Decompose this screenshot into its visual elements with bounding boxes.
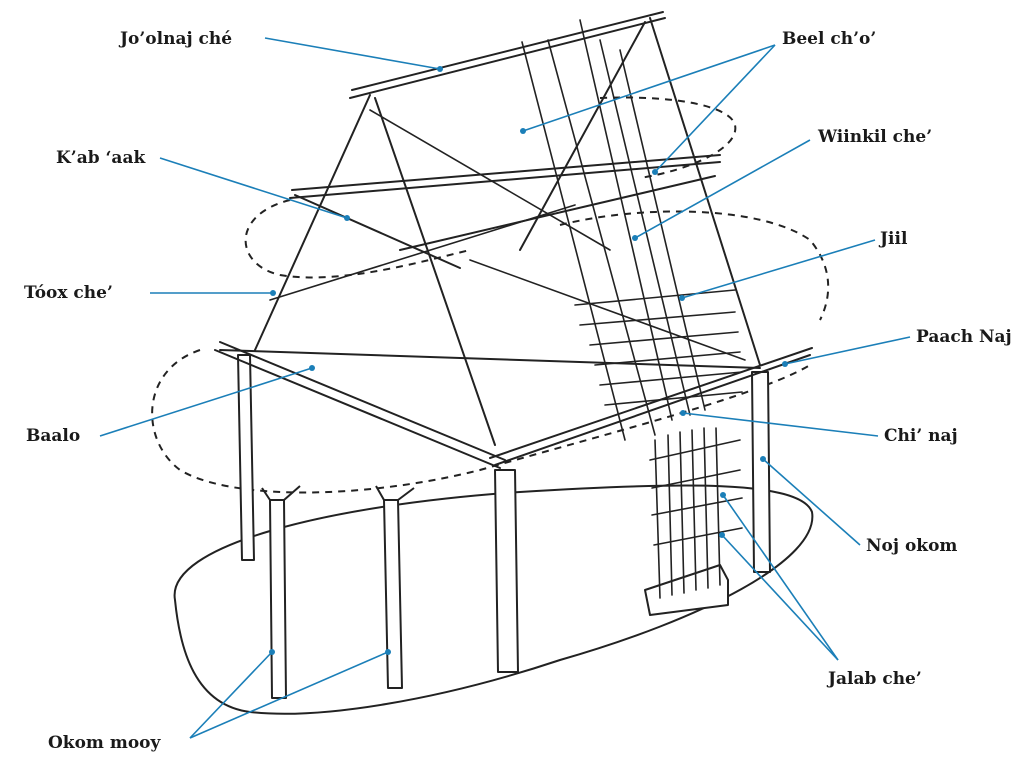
front-post-center [494,469,519,673]
label-baalo: Baalo [26,426,80,446]
roof-outline-lower [151,349,811,494]
wall-sticks [649,427,743,599]
label-noj-okom: Noj okom [866,536,957,556]
ground-outline [173,484,814,715]
roof-frame [214,11,813,469]
leader-lines [99,37,911,739]
front-post-1 [261,485,301,699]
label-wiinkil-che: Wiinkil che’ [817,127,932,147]
back-post-left [237,354,255,561]
label-chi-naj: Chi’ naj [884,426,958,446]
label-jalab-che: Jalab che’ [826,669,922,689]
label-okom-mooy: Okom mooy [48,733,161,753]
front-wall-poles [521,19,706,441]
wall-slats [574,289,743,406]
label-paach-naj: Paach Naj [916,327,1012,347]
label-toox-che: Tóox che’ [24,283,113,303]
label-joolnaj-che: Jo’olnaj ché [118,29,232,49]
label-kab-aak: K’ab ‘aak [56,148,146,168]
back-post-right [751,371,771,573]
label-jiil: Jiil [878,229,908,249]
front-post-2 [375,485,415,689]
roof-outline-upper [599,96,737,179]
label-beel-cho: Beel ch’o’ [782,29,876,49]
